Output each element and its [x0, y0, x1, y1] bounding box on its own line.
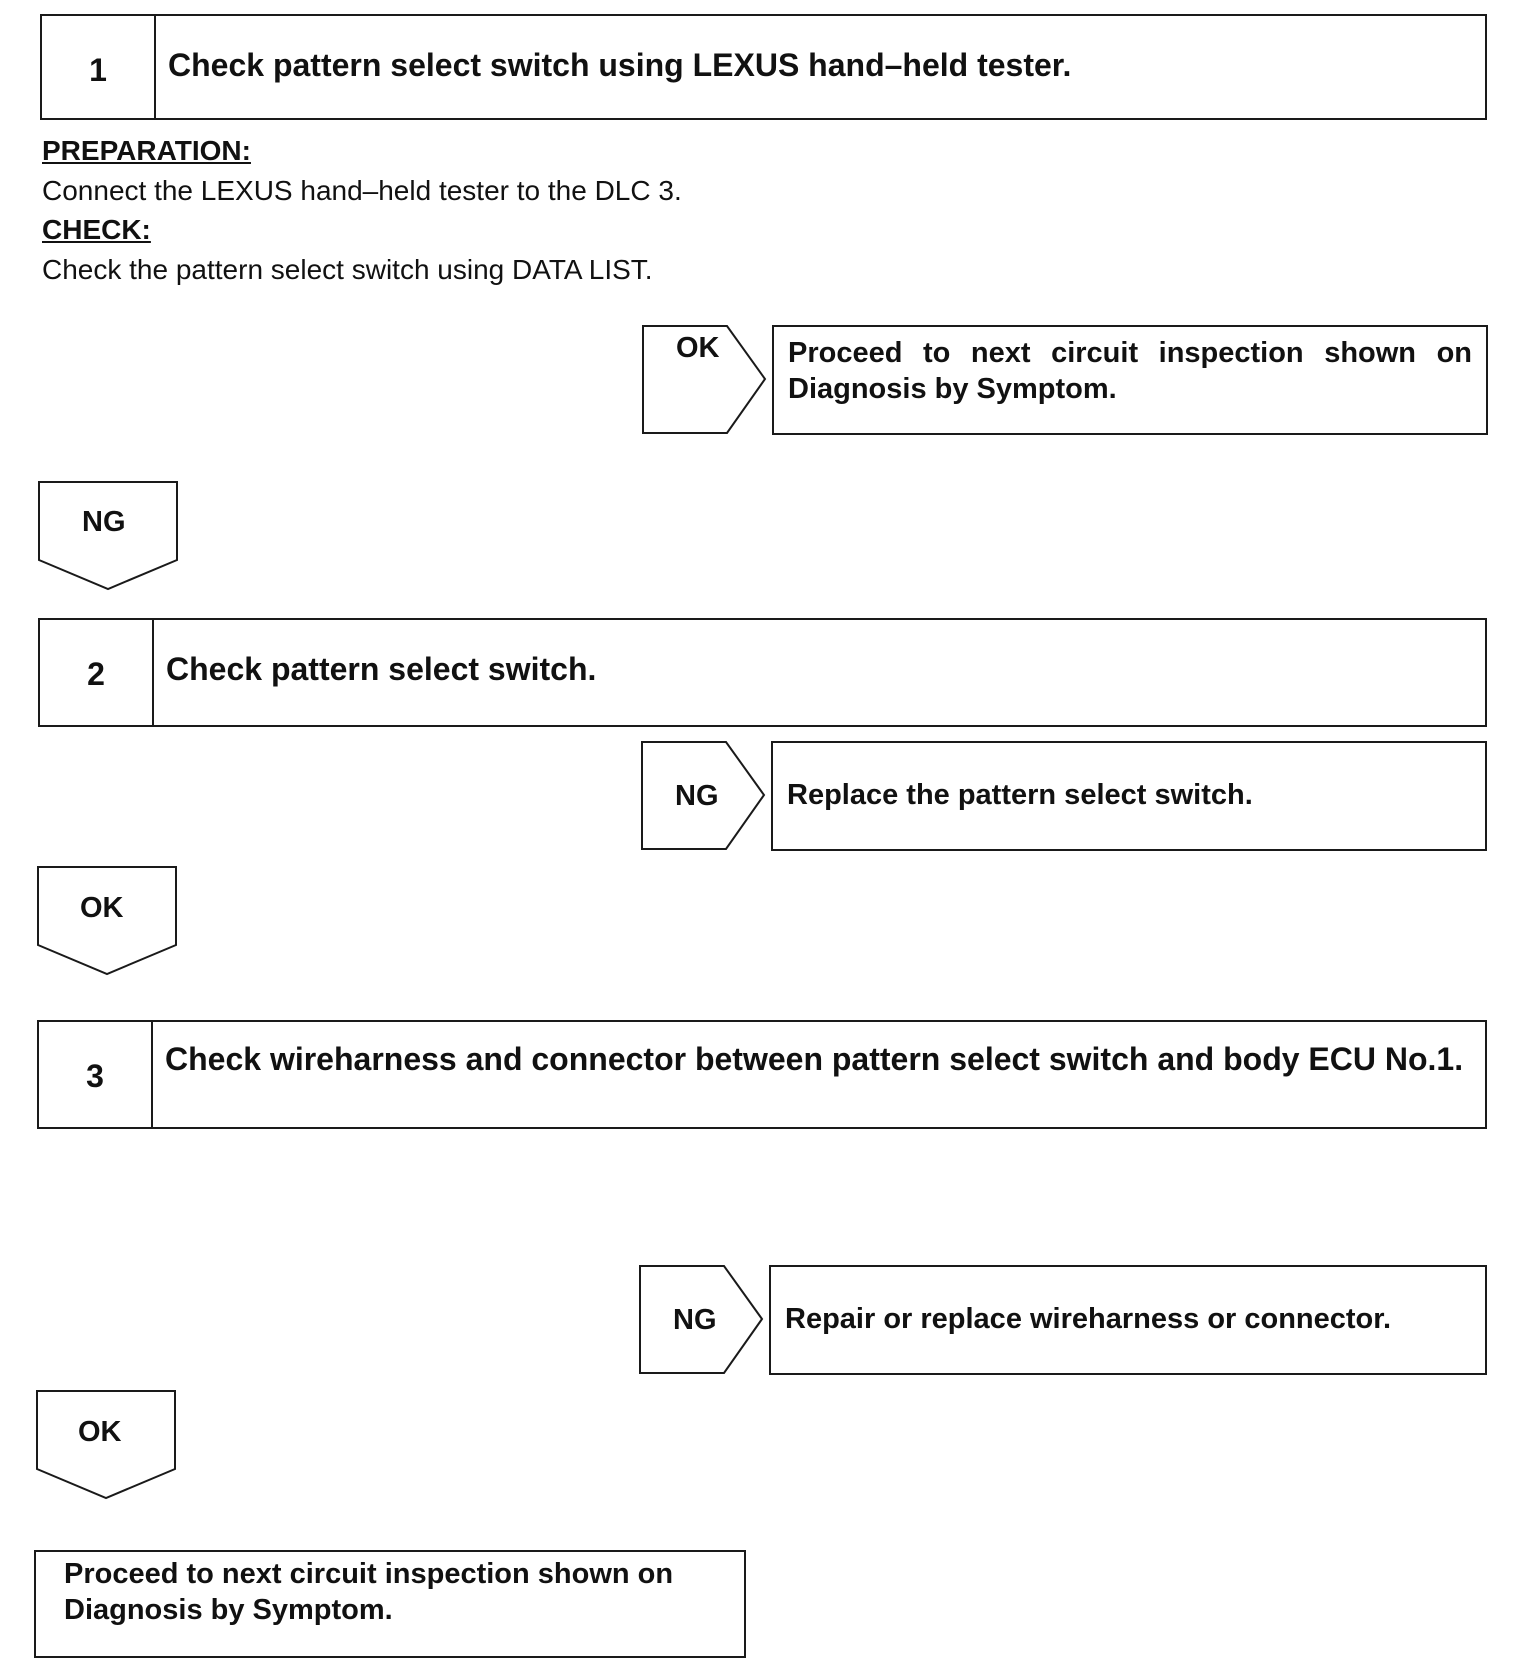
- ng-down-arrow-icon: [38, 481, 178, 591]
- ng-right-arrow-icon: [641, 741, 766, 850]
- branch-1-tag: OK: [676, 332, 720, 364]
- check-text: Check the pattern select switch using DA…: [42, 254, 653, 285]
- ok-down-arrow-icon: [37, 866, 177, 976]
- step-2-number: 2: [40, 620, 154, 725]
- branch-2-result-box: Replace the pattern select switch.: [771, 741, 1487, 851]
- step-2-box: 2 Check pattern select switch.: [38, 618, 1487, 727]
- flow-1-down-tag: NG: [82, 506, 126, 538]
- final-result: Proceed to next circuit inspection shown…: [64, 1558, 674, 1626]
- step-1-box: 1 Check pattern select switch using LEXU…: [40, 14, 1487, 120]
- step-3-box: 3 Check wireharness and connector betwee…: [37, 1020, 1487, 1129]
- ng-right-arrow-icon: [639, 1265, 764, 1374]
- branch-1-result: Proceed to next circuit inspection shown…: [788, 337, 1472, 405]
- branch-3-result: Repair or replace wireharness or connect…: [785, 1303, 1392, 1335]
- step-3-number: 3: [39, 1022, 153, 1127]
- preparation-text: Connect the LEXUS hand–held tester to th…: [42, 175, 682, 206]
- ok-down-arrow-icon: [36, 1390, 176, 1500]
- branch-3-result-box: Repair or replace wireharness or connect…: [769, 1265, 1487, 1375]
- step-3-title: Check wireharness and connector between …: [165, 1041, 1464, 1077]
- step-1-title: Check pattern select switch using LEXUS …: [168, 47, 1072, 83]
- branch-2-result: Replace the pattern select switch.: [787, 779, 1253, 811]
- flow-3-down-tag: OK: [78, 1416, 122, 1448]
- branch-3-tag: NG: [673, 1304, 717, 1336]
- branch-1-result-box: Proceed to next circuit inspection shown…: [772, 325, 1488, 435]
- branch-2-tag: NG: [675, 780, 719, 812]
- step-2-title: Check pattern select switch.: [166, 651, 597, 687]
- check-label: CHECK:: [42, 214, 151, 245]
- flow-2-down-tag: OK: [80, 892, 124, 924]
- final-result-box: Proceed to next circuit inspection shown…: [34, 1550, 746, 1658]
- preparation-label: PREPARATION:: [42, 135, 251, 166]
- ok-right-arrow-icon: [642, 325, 767, 434]
- step-1-number: 1: [42, 16, 156, 118]
